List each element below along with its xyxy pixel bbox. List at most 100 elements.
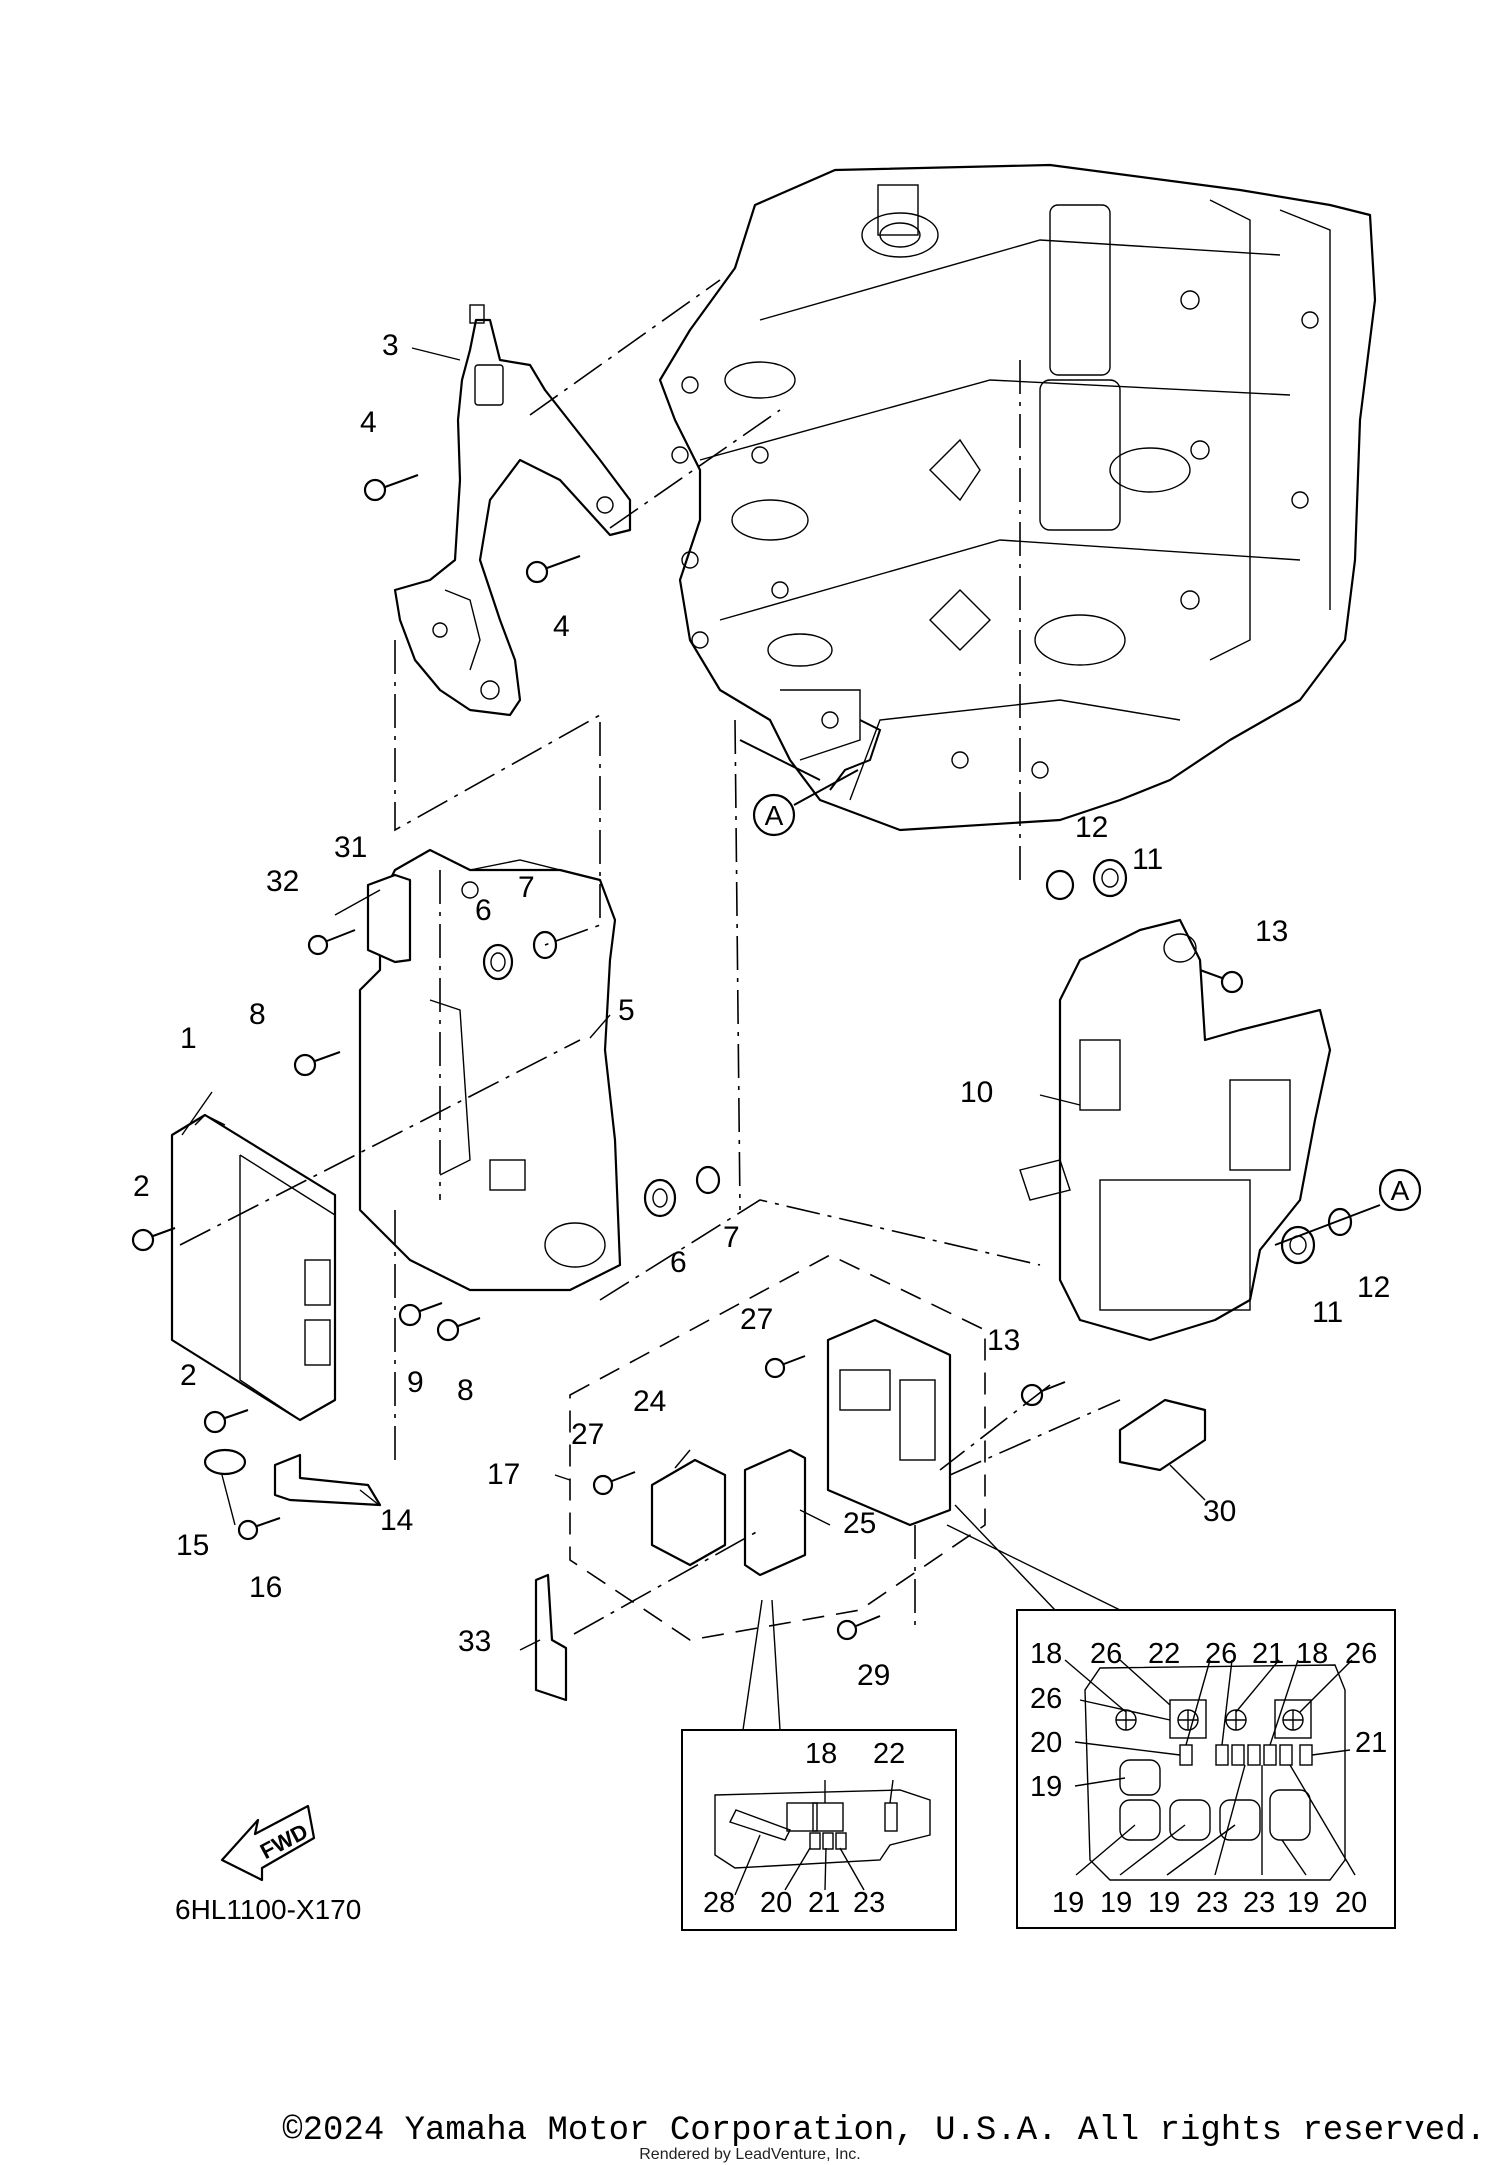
ref-marker-text: A [1391, 1175, 1410, 1206]
callout-6b: 6 [670, 1246, 687, 1279]
callout-6a: 6 [475, 894, 492, 927]
inset-large-19c: 19 [1100, 1887, 1132, 1919]
callout-32: 32 [266, 865, 299, 898]
relay-box-24 [650, 1458, 727, 1567]
inset-large-20b: 20 [1335, 1887, 1367, 1919]
callout-33: 33 [458, 1625, 491, 1658]
callout-29: 29 [857, 1659, 890, 1692]
callout-17: 17 [487, 1458, 520, 1491]
screw-27-upper [764, 1355, 806, 1379]
inset-large-22: 22 [1148, 1638, 1180, 1670]
bolt-13-lower [1020, 1381, 1066, 1407]
render-credit: Rendered by LeadVenture, Inc. [639, 2146, 861, 2163]
callout-27b: 27 [571, 1418, 604, 1451]
assembly-leaders [179, 279, 1121, 1635]
callout-14: 14 [380, 1504, 413, 1537]
bracket-part [393, 304, 632, 717]
screw-29 [836, 1615, 881, 1641]
callout-2a: 2 [133, 1170, 150, 1203]
inset-small-18: 18 [805, 1738, 837, 1770]
cover-30 [1118, 1398, 1207, 1472]
grommet-6-upper [482, 943, 514, 981]
stay-14 [273, 1453, 382, 1507]
inset-large-23a: 23 [1196, 1887, 1228, 1919]
ecu-unit [170, 1113, 337, 1422]
callout-4b: 4 [553, 610, 570, 643]
bolt-9 [398, 1302, 443, 1327]
ref-marker-a-engine: A [752, 793, 796, 837]
callout-13b: 13 [987, 1324, 1020, 1357]
callout-4a: 4 [360, 406, 377, 439]
assembly-17-outline [569, 1254, 986, 1641]
bolt-4-lower [525, 555, 581, 584]
callout-13a: 13 [1255, 915, 1288, 948]
inset-small-23: 23 [853, 1887, 885, 1919]
fuse-block-25 [743, 1448, 807, 1577]
bolt-4-upper [363, 474, 419, 502]
inset-small-21: 21 [808, 1887, 840, 1919]
inset-large-20a: 20 [1030, 1727, 1062, 1759]
callout-10: 10 [960, 1076, 993, 1109]
inset-large-19a: 19 [1030, 1771, 1062, 1803]
screw-27-lower [592, 1471, 636, 1496]
copyright-notice: ©2024 Yamaha Motor Corporation, U.S.A. A… [282, 2112, 1486, 2150]
callout-8a: 8 [249, 998, 266, 1031]
inset-large-26d: 26 [1030, 1683, 1062, 1715]
callout-30: 30 [1203, 1495, 1236, 1528]
detail-inset-large: 18 26 22 26 21 18 26 26 20 19 21 19 19 1… [946, 1504, 1396, 1929]
callout-31: 31 [334, 831, 367, 864]
bolt-2-upper [131, 1227, 176, 1252]
inset-large-21a: 21 [1252, 1638, 1284, 1670]
callout-8b: 8 [457, 1374, 474, 1407]
callout-5: 5 [618, 994, 635, 1027]
callout-11b: 11 [1312, 1296, 1343, 1329]
inset-large-19d: 19 [1148, 1887, 1180, 1919]
inset-large-21b: 21 [1355, 1727, 1387, 1759]
grommet-11-upper [1092, 858, 1128, 898]
callout-7b: 7 [723, 1221, 740, 1254]
inset-large-23b: 23 [1243, 1887, 1275, 1919]
callout-16: 16 [249, 1571, 282, 1604]
label-33 [534, 1573, 568, 1702]
inset-large-18a: 18 [1030, 1638, 1062, 1670]
callout-15: 15 [176, 1529, 209, 1562]
clamp-15 [203, 1448, 247, 1476]
callout-11a: 11 [1132, 843, 1163, 876]
engine-block [658, 163, 1377, 832]
harness-clip [739, 719, 882, 791]
inset-small-20: 20 [760, 1887, 792, 1919]
inset-small-28: 28 [703, 1887, 735, 1919]
inset-large-19b: 19 [1052, 1887, 1084, 1919]
callout-leaders [181, 347, 1206, 1651]
ref-marker-a-bracket: A [1378, 1168, 1422, 1212]
screw-32 [307, 929, 356, 956]
callout-7a: 7 [518, 871, 535, 904]
inset-large-19e: 19 [1287, 1887, 1319, 1919]
callout-labels: 1 2 2 3 4 4 5 6 6 7 7 8 8 9 10 11 11 12 … [133, 329, 1390, 1692]
plate-31 [366, 873, 412, 964]
diagram-code: 6HL1100-X170 [175, 1894, 361, 1925]
inset-large-26c: 26 [1345, 1638, 1377, 1670]
callout-25: 25 [843, 1507, 876, 1540]
callout-9: 9 [407, 1366, 424, 1399]
bolt-8-lower [436, 1317, 481, 1342]
collar-12-upper [1045, 869, 1075, 901]
callout-24: 24 [633, 1385, 666, 1418]
inset-large-26b: 26 [1205, 1638, 1237, 1670]
collar-12-lower [1327, 1207, 1353, 1237]
collar-7-lower [695, 1165, 721, 1195]
inset-large-18b: 18 [1296, 1638, 1328, 1670]
ref-marker-text: A [765, 800, 784, 831]
junction-box-main [826, 1318, 952, 1527]
callout-12a: 12 [1075, 811, 1108, 844]
grommet-11-lower [1280, 1225, 1316, 1265]
bolt-13-upper [1199, 969, 1244, 994]
inset-large-26a: 26 [1090, 1638, 1122, 1670]
inset-small-22: 22 [873, 1738, 905, 1770]
detail-inset-small: 18 22 28 20 21 23 [681, 1599, 957, 1931]
bolt-2-lower [203, 1409, 249, 1434]
screw-16 [237, 1517, 281, 1541]
callout-3: 3 [382, 329, 399, 362]
callout-12b: 12 [1357, 1271, 1390, 1304]
